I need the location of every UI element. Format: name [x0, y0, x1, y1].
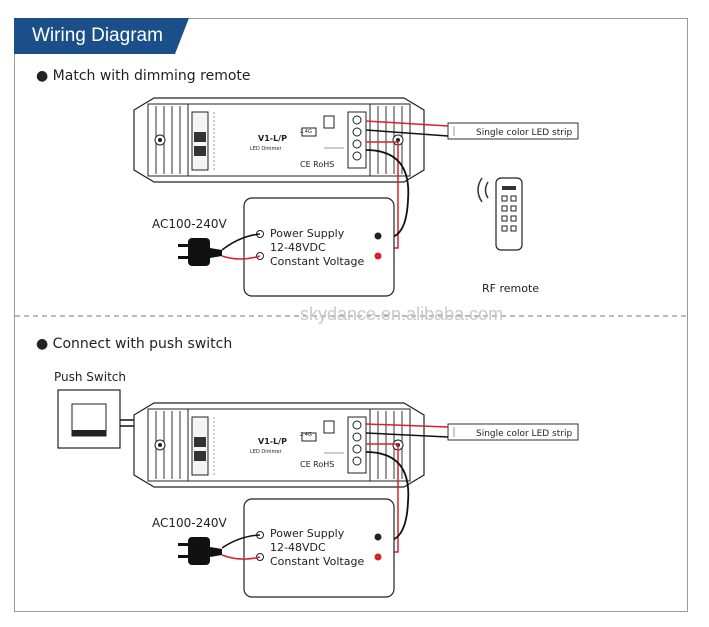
- wire-red-in-2: [366, 443, 399, 553]
- psu-line3-1: Constant Voltage: [270, 255, 364, 268]
- section-1-heading: ● Match with dimming remote: [36, 68, 251, 84]
- rf-remote-icon: [477, 177, 523, 251]
- rf-remote-label: RF remote: [482, 282, 539, 295]
- psu-line1-2: Power Supply: [270, 527, 345, 540]
- dimmer-cert-2: CE RoHS: [300, 460, 334, 469]
- wire-red-out-1: [365, 120, 449, 127]
- power-supply-1: Power Supply 12-48VDC Constant Voltage: [243, 197, 395, 297]
- dimmer-unit-2: V1-L/P LED Dimmer 2.4G CE RoHS: [133, 402, 425, 488]
- wire-ac-red-2: [221, 554, 261, 560]
- plug-icon-1: [178, 238, 222, 266]
- wire-red-in-1: [366, 141, 399, 249]
- ac-input-label-1: AC100-240V: [152, 217, 228, 231]
- wire-red-out-2: [365, 423, 449, 428]
- wire-ac-black-1: [221, 233, 261, 251]
- plug-icon-2: [178, 537, 222, 565]
- power-supply-2: Power Supply 12-48VDC Constant Voltage: [243, 498, 395, 598]
- dimmer-subtitle-2: LED Dimmer: [250, 449, 282, 455]
- wire-black-out-1: [365, 129, 449, 137]
- dimmer-model-2: V1-L/P: [258, 437, 287, 446]
- wire-black-out-2: [365, 432, 449, 438]
- section-2-heading: ● Connect with push switch: [36, 336, 233, 352]
- page-title: Wiring Diagram: [14, 18, 189, 54]
- dimmer-model-1: V1-L/P: [258, 134, 287, 143]
- dimmer-band-1: 2.4G: [300, 129, 312, 135]
- psu-line2-2: 12-48VDC: [270, 541, 326, 554]
- psu-line3-2: Constant Voltage: [270, 555, 364, 568]
- watermark: skydance.en.alibaba.com: [300, 304, 503, 324]
- ac-input-label-2: AC100-240V: [152, 516, 228, 530]
- dimmer-band-2: 2.4G: [300, 432, 312, 438]
- dimmer-cert-1: CE RoHS: [300, 160, 334, 169]
- push-switch-label: Push Switch: [54, 370, 126, 384]
- dimmer-subtitle-1: LED Dimmer: [250, 146, 282, 152]
- led-strip-label-2: Single color LED strip: [476, 429, 572, 439]
- psu-line1-1: Power Supply: [270, 227, 345, 240]
- led-strip-label-1: Single color LED strip: [476, 128, 572, 138]
- diagram-frame: [14, 18, 688, 612]
- psu-line2-1: 12-48VDC: [270, 241, 326, 254]
- led-strip-2: Single color LED strip: [447, 423, 579, 441]
- wire-ac-red-1: [221, 255, 261, 260]
- dimmer-unit-1: V1-L/P LED Dimmer 2.4G CE RoHS: [133, 97, 425, 183]
- push-switch-icon: [57, 389, 121, 449]
- wire-ac-black-2: [221, 534, 261, 549]
- led-strip-1: Single color LED strip: [447, 122, 579, 140]
